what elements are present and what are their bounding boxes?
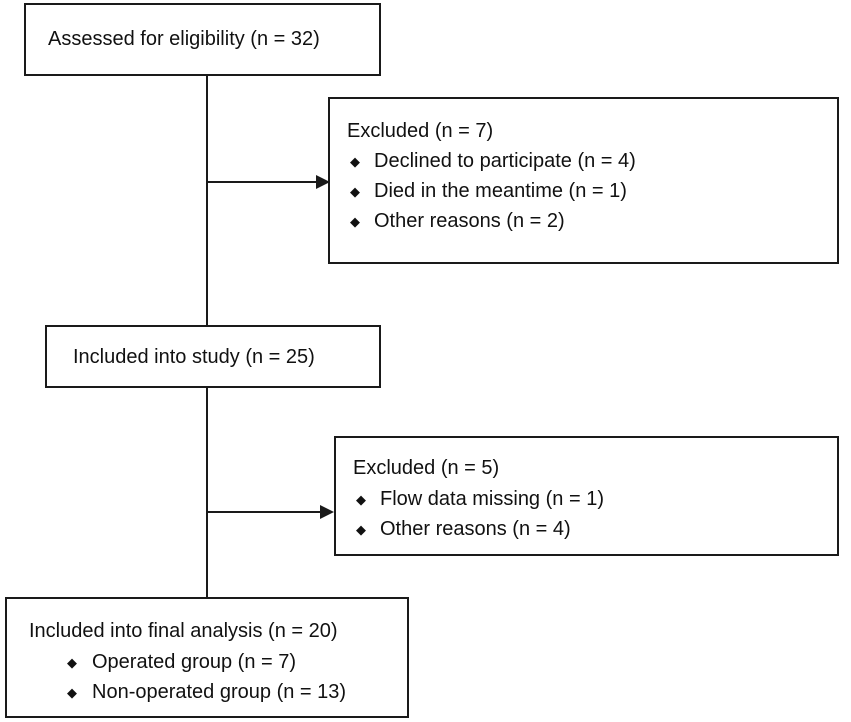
excluded-1-item: Died in the meantime (n = 1) [374, 180, 627, 202]
excluded-1-item: Declined to participate (n = 4) [374, 150, 636, 172]
branch-line-excluded-1 [207, 181, 317, 183]
main-flow-line-lower [206, 388, 208, 598]
bullet-diamond-icon: ◆ [350, 154, 360, 169]
included-label: Included into study (n = 25) [73, 346, 315, 368]
bullet-diamond-icon: ◆ [350, 214, 360, 229]
assessed-label: Assessed for eligibility (n = 32) [48, 28, 320, 50]
excluded-1-item: Other reasons (n = 2) [374, 210, 565, 232]
excluded-2-item: Other reasons (n = 4) [380, 518, 571, 540]
excluded-2-item: Flow data missing (n = 1) [380, 488, 604, 510]
final-analysis-box: Included into final analysis (n = 20) ◆ … [5, 597, 409, 718]
final-analysis-item: Operated group (n = 7) [92, 651, 297, 673]
branch-line-excluded-2 [207, 511, 321, 513]
bullet-diamond-icon: ◆ [67, 685, 77, 700]
excluded-box-1: Excluded (n = 7) ◆ Declined to participa… [328, 97, 839, 264]
included-box: Included into study (n = 25) [45, 325, 381, 388]
bullet-diamond-icon: ◆ [356, 492, 366, 507]
assessed-box: Assessed for eligibility (n = 32) [24, 3, 381, 76]
bullet-diamond-icon: ◆ [67, 655, 77, 670]
excluded-box-2: Excluded (n = 5) ◆ Flow data missing (n … [334, 436, 839, 556]
arrowhead-excluded-2-icon [320, 505, 334, 519]
excluded-1-title: Excluded (n = 7) [347, 120, 494, 142]
final-analysis-title: Included into final analysis (n = 20) [29, 620, 338, 642]
main-flow-line-upper [206, 76, 208, 326]
final-analysis-item: Non-operated group (n = 13) [92, 681, 347, 703]
excluded-2-title: Excluded (n = 5) [353, 457, 500, 479]
bullet-diamond-icon: ◆ [356, 522, 366, 537]
arrowhead-excluded-1-icon [316, 175, 330, 189]
bullet-diamond-icon: ◆ [350, 184, 360, 199]
